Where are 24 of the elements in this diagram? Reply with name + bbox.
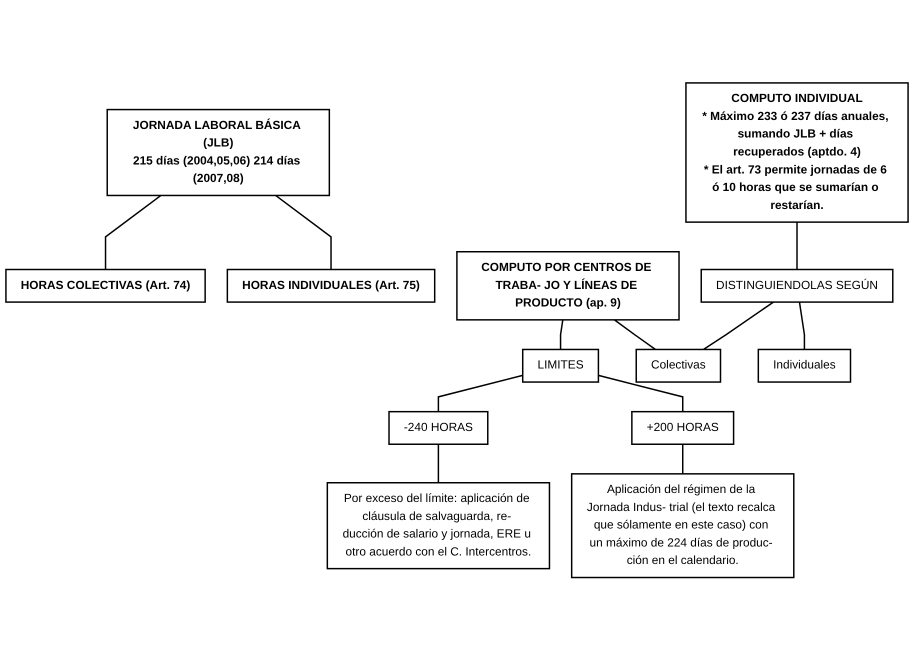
node-box: LIMITES bbox=[522, 349, 600, 384]
node-box: -240 HORAS bbox=[388, 411, 488, 446]
connector bbox=[560, 320, 564, 350]
connector bbox=[796, 222, 798, 270]
connector bbox=[438, 444, 440, 484]
node-box: DISTINGUIENDOLAS SEGÚN bbox=[700, 269, 894, 304]
node-box: Por exceso del límite: aplicación de cláusula de salvaguarda, re- ducción de salario y jornada, ERE u otro acuerdo con el C. Intercentros. bbox=[326, 482, 550, 570]
node-box: Colectivas bbox=[636, 349, 722, 384]
connector bbox=[104, 195, 162, 270]
node-box: JORNADA LABORAL BÁSICA (JLB) 215 días (2004,05,06) 214 días (2007,08) bbox=[106, 109, 330, 196]
connector bbox=[703, 302, 774, 350]
connector bbox=[438, 374, 523, 412]
connector bbox=[614, 320, 656, 350]
connector bbox=[598, 374, 684, 412]
node-box: Aplicación del régimen de la Jornada Indus- trial (el texto recalca que sólamente en este caso) con un máximo de 224 días de produc- ción en el calendario. bbox=[570, 473, 795, 579]
connector bbox=[275, 195, 332, 270]
node-box: HORAS COLECTIVAS (Art. 74) bbox=[5, 269, 206, 304]
node-box: HORAS INDIVIDUALES (Art. 75) bbox=[226, 269, 436, 304]
node-box: COMPUTO POR CENTROS DE TRABA- JO Y LÍNEAS DE PRODUCTO (ap. 9) bbox=[456, 251, 680, 321]
connector bbox=[798, 302, 806, 350]
node-box: +200 HORAS bbox=[631, 411, 734, 446]
node-box: COMPUTO INDIVIDUAL * Máximo 233 ó 237 días anuales, sumando JLB + días recuperados (aptdo. 4) * El art. 73 permite jornadas de 6 ó 10 horas que se sumarían o restarían. bbox=[685, 82, 909, 224]
connector bbox=[682, 444, 684, 474]
node-box: Individuales bbox=[758, 349, 852, 384]
